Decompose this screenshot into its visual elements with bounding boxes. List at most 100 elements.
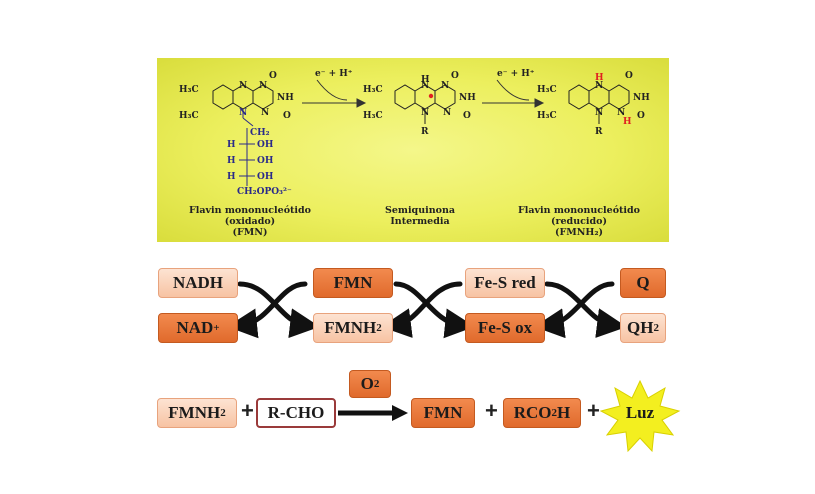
caption-semiquinone: Semiquinona Intermedia [375,205,465,227]
plus-sign-1: + [241,398,254,423]
rco2h-label-pre: RCO [513,403,552,422]
nadh-box: NADH [158,268,238,298]
svg-text:N: N [595,108,603,118]
q-label: Q [636,273,650,292]
svg-text:NH: NH [459,93,476,103]
svg-text:O: O [451,71,459,81]
svg-text:CH₂: CH₂ [250,128,270,138]
fes-red-box: Fe-S red [465,268,545,298]
svg-text:N: N [421,81,429,91]
svg-text:H: H [421,75,430,85]
svg-text:N: N [441,81,449,91]
svg-text:H₃C: H₃C [179,111,199,121]
fmn-box: FMN [313,268,393,298]
arrow-fesox-to-fesred [393,281,475,339]
fes-ox-box: Fe-S ox [465,313,545,343]
svg-text:N: N [259,81,267,91]
fmn-oxidized-structure [212,84,274,186]
svg-text:H: H [227,140,236,150]
reaction-arrow-2 [482,79,545,108]
svg-text:H: H [227,156,236,166]
caption-semiquinone-line2: Intermedia [390,216,450,227]
semiquinone-structure [394,84,456,124]
luz-label-box: Luz [616,398,664,428]
svg-text:R: R [595,127,603,137]
reaction-arrow [338,405,408,421]
svg-text:H: H [595,73,604,83]
rco2h-label-post: H [557,403,571,422]
svg-text:NH: NH [633,93,650,103]
svg-text:O: O [269,71,277,81]
svg-text:N: N [421,108,429,118]
caption-fmnh2-line2: (FMNH₂) [554,227,604,238]
o2-subscript: 2 [373,378,380,390]
caption-fmnh2: Flavin mononucleótido (reducido) (FMNH₂) [491,205,667,238]
reaction-fmn-label: FMN [423,403,463,422]
caption-fmn-oxidized: Flavin mononucleótido (oxidado) (FMN) [165,205,335,238]
svg-text:N: N [261,108,269,118]
svg-text:H: H [623,117,632,127]
svg-text:OH: OH [257,172,274,182]
qh2-label: QH [627,318,654,337]
svg-text:O: O [283,111,291,121]
svg-text:OH: OH [257,140,274,150]
plus-sign-3: + [587,398,600,423]
svg-text:H₃C: H₃C [363,111,383,121]
fmnh2-structure [568,84,630,124]
qh2-subscript: 2 [653,322,659,334]
caption-semiquinone-line1: Semiquinona [384,205,456,216]
arrow-fmn-to-fmnh2 [227,281,308,339]
rco2h-subscript: 2 [551,407,558,419]
svg-text:N: N [239,108,247,118]
svg-text:H₃C: H₃C [537,111,557,121]
svg-text:N: N [617,108,625,118]
fes-red-label: Fe-S red [474,273,536,292]
rcho-box: R-CHO [256,398,336,428]
svg-text:N: N [595,81,603,91]
arrow-1-label: e⁻ + H⁺ [315,69,353,79]
caption-fmnh2-line1: Flavin mononucleótido (reducido) [517,205,641,227]
q-box: Q [620,268,666,298]
plus-sign-2: + [485,398,498,423]
svg-text:H₃C: H₃C [537,85,557,95]
reaction-fmnh2-label: FMNH [168,403,221,422]
radical-dot-icon [428,93,434,99]
svg-text:CH₂OPO₃²⁻: CH₂OPO₃²⁻ [237,187,292,197]
svg-text:N: N [443,108,451,118]
luz-star-icon [599,379,681,453]
caption-fmn-oxidized-line1: Flavin mononucleótido (oxidado) [188,205,312,227]
nadh-label: NADH [172,273,224,292]
svg-text:O: O [463,111,471,121]
svg-text:H₃C: H₃C [179,85,199,95]
svg-text:H₃C: H₃C [363,85,383,95]
reaction-fmn-box: FMN [411,398,475,428]
svg-text:N: N [239,81,247,91]
reaction-arrow-1 [302,79,367,108]
arrow-2-label: e⁻ + H⁺ [497,69,535,79]
nad-label: NAD [176,318,214,337]
luz-label: Luz [625,403,655,422]
fmnh2-subscript: 2 [376,322,382,334]
reaction-fmnh2-subscript: 2 [220,407,226,419]
arrow-q-to-qh2 [534,281,615,339]
nad-charge: + [213,322,220,334]
svg-text:NH: NH [277,93,294,103]
svg-text:O: O [637,111,645,121]
svg-text:R: R [421,127,429,137]
svg-text:O: O [625,71,633,81]
fes-ox-label: Fe-S ox [477,318,533,337]
o2-label: O [360,374,374,393]
rcho-label: R-CHO [267,403,325,422]
caption-fmn-oxidized-line2: (FMN) [232,227,268,238]
svg-text:OH: OH [257,156,274,166]
fmnh2-label: FMNH [324,318,377,337]
svg-text:H: H [227,172,236,182]
